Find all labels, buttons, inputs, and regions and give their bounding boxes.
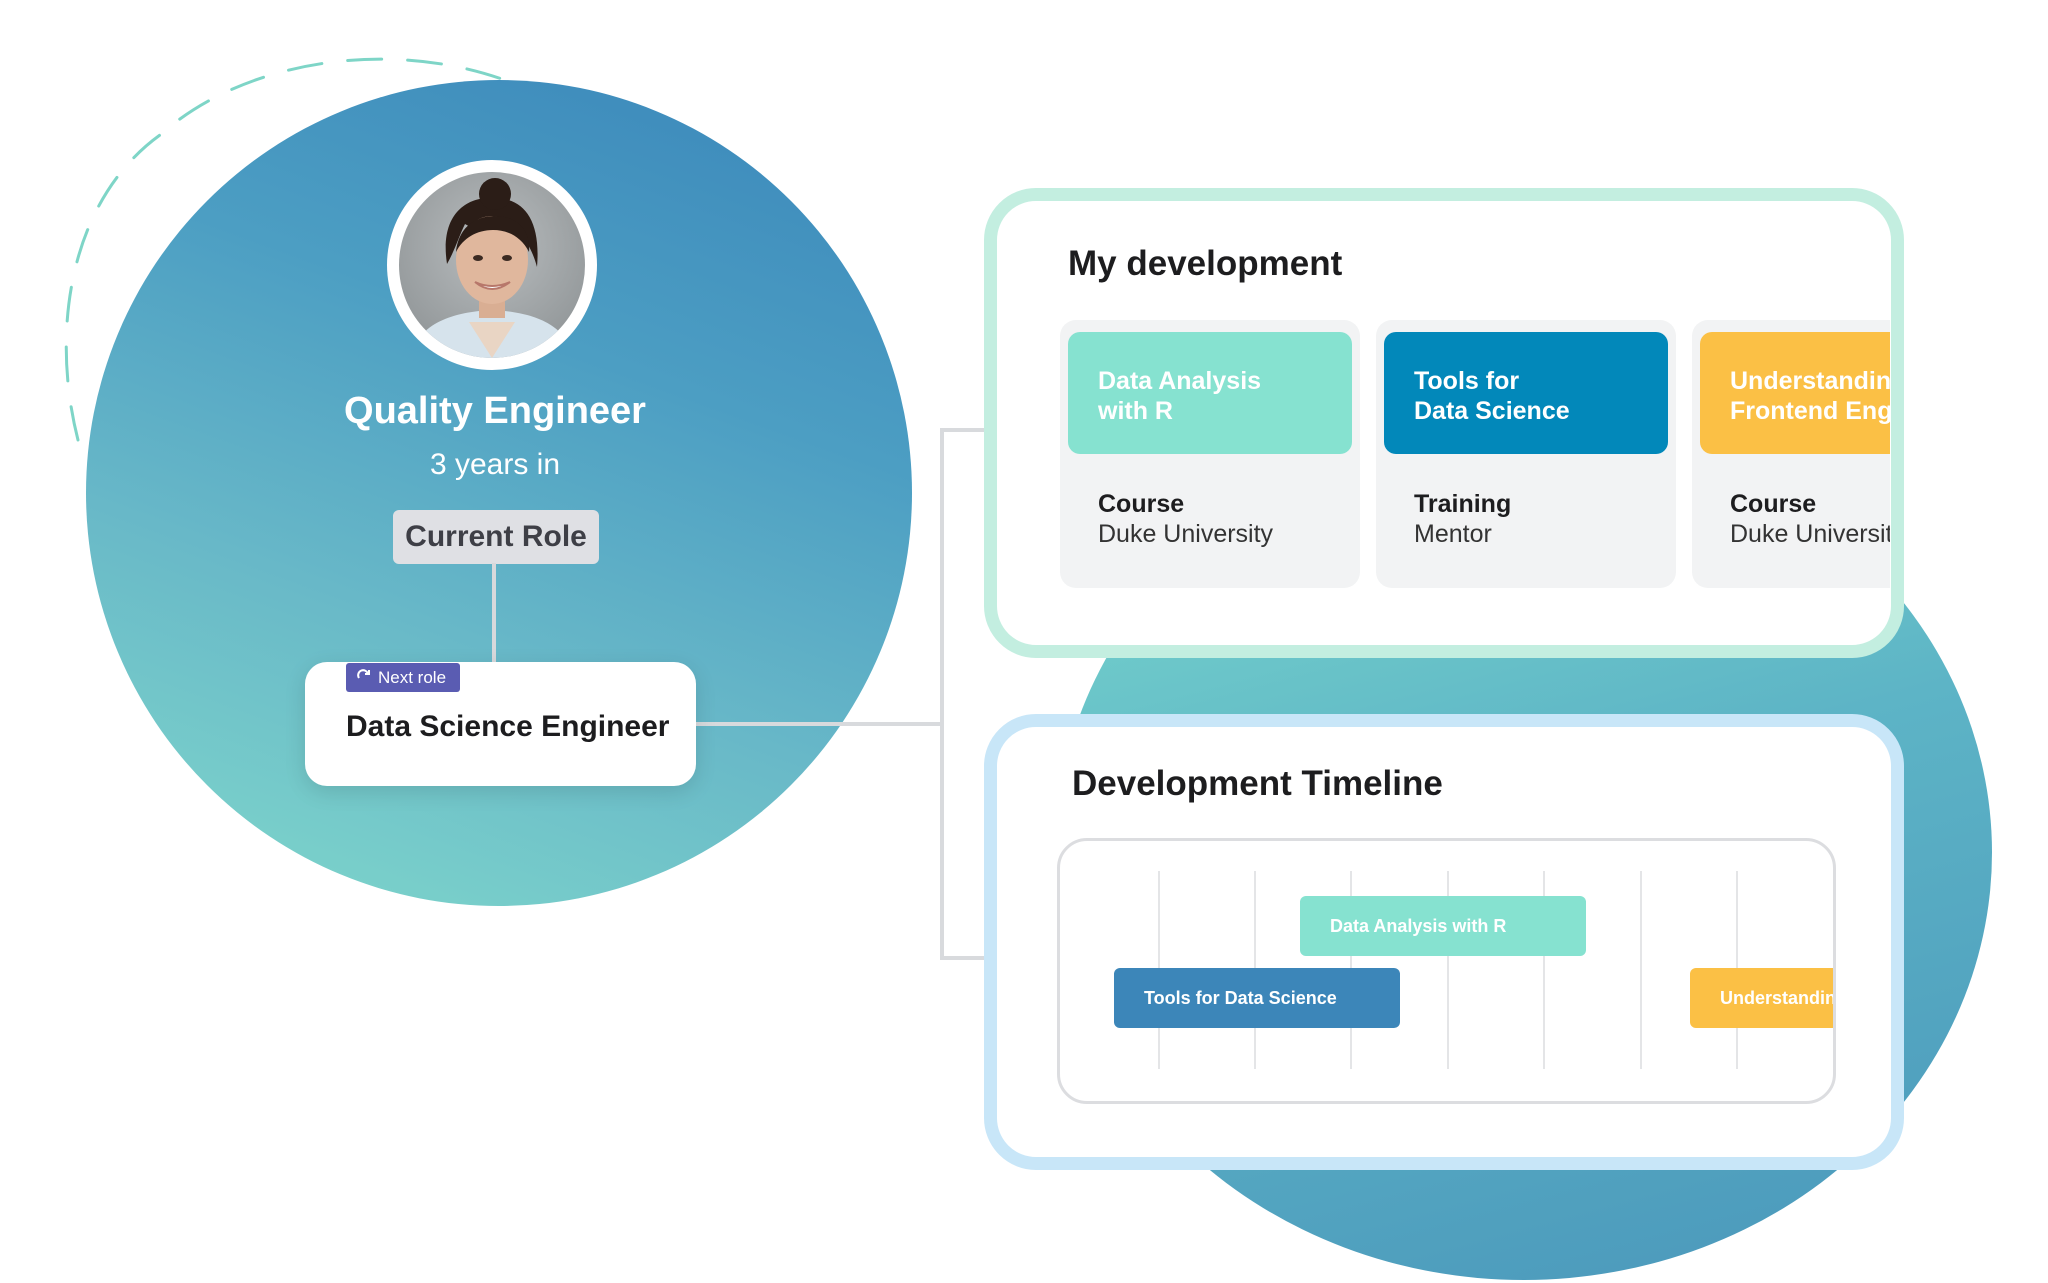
development-cards-row: Data Analysis with R Course Duke Univers… [1060,320,1890,592]
my-development-title: My development [1068,244,1343,283]
timeline-chart: Data Analysis with R Tools for Data Scie… [1057,838,1836,1104]
timeline-gridline [1640,871,1642,1069]
course-type: Course [1730,490,1817,518]
tenure-text: 3 years in [429,448,561,481]
current-job-title: Quality Engineer [344,390,646,432]
course-card-header: Understanding Frontend Engi [1700,332,1890,454]
connector-vertical [940,428,944,960]
course-card-header: Tools for Data Science [1384,332,1668,454]
profile-photo [399,172,585,358]
course-provider: Duke University [1098,520,1274,548]
course-provider: Mentor [1414,520,1492,548]
connector-horizontal [696,722,942,726]
course-card-header: Data Analysis with R [1068,332,1352,454]
role-connector-line [492,563,496,665]
timeline-bar[interactable]: Understanding [1690,968,1833,1028]
development-timeline-title: Development Timeline [1072,764,1443,803]
redo-arrow-icon [356,667,372,688]
timeline-gridline [1543,871,1545,1069]
timeline-bar[interactable]: Tools for Data Science [1114,968,1400,1028]
course-card[interactable]: Understanding Frontend Engi Course Duke … [1692,320,1890,588]
course-provider: Duke Universit [1730,520,1890,548]
current-role-badge: Current Role [393,510,599,564]
next-role-tag-label: Next role [378,667,447,687]
next-role-tag: Next role [346,663,461,692]
next-role-title: Data Science Engineer [346,710,670,743]
timeline-gridline [1447,871,1449,1069]
connector-to-development [940,428,990,432]
timeline-bar[interactable]: Data Analysis with R [1300,896,1586,956]
course-card[interactable]: Data Analysis with R Course Duke Univers… [1060,320,1360,588]
course-type: Training [1414,490,1512,518]
avatar [387,160,597,370]
dashed-arc-decoration [64,57,512,442]
course-type: Course [1098,490,1185,518]
course-card[interactable]: Tools for Data Science Training Mentor [1376,320,1676,588]
connector-to-timeline [940,956,990,960]
